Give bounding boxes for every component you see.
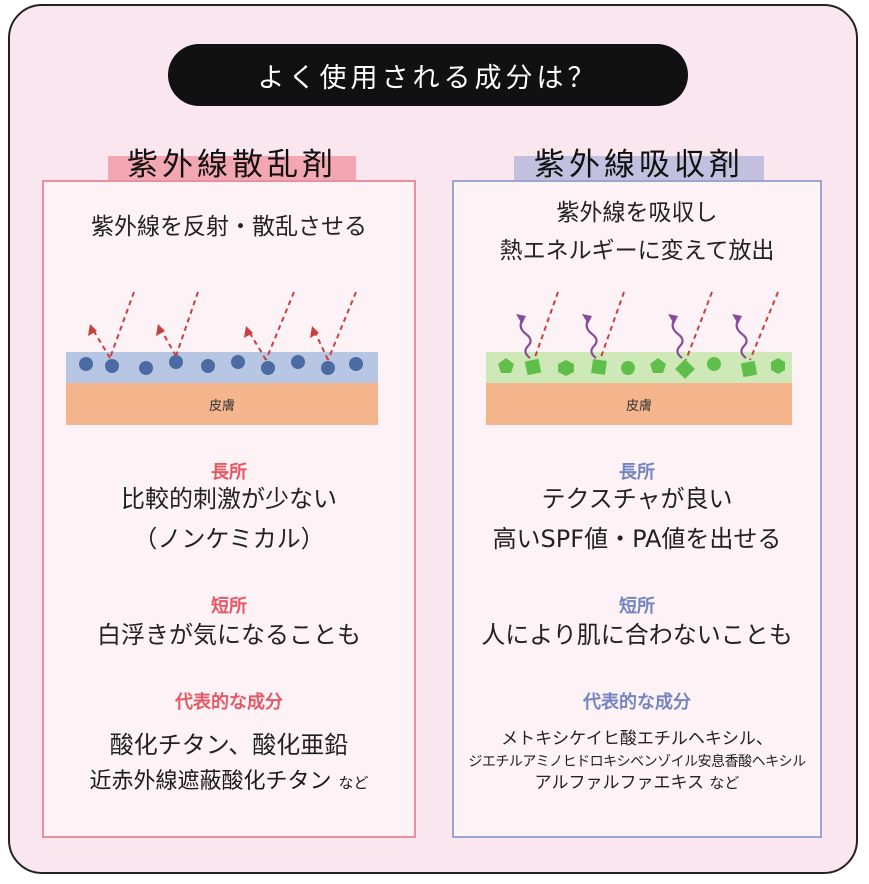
scatter-pros-line-2: （ノンケミカル） xyxy=(133,525,325,553)
heat-wave xyxy=(585,319,598,359)
particle xyxy=(349,357,363,371)
particle xyxy=(558,360,574,376)
absorb-pros-line-1: テクスチャが良い xyxy=(541,485,733,513)
absorb-ingredient-line-1: メトキシケイヒ酸エチルヘキシル、 xyxy=(501,729,773,749)
uv-ray-reflect xyxy=(313,329,329,361)
absorb-heading: 紫外線吸収剤 xyxy=(514,138,764,184)
absorb-heading-highlight xyxy=(514,156,764,180)
scatter-nado: など xyxy=(338,774,369,792)
absorb-pros-line-2: 高いSPF値・PA値を出せる xyxy=(492,525,782,553)
absorb-description-line-2: 熱エネルギーに変えて放出 xyxy=(499,238,775,264)
particle xyxy=(591,359,607,375)
arrowhead xyxy=(310,326,319,338)
uv-arrowheads xyxy=(88,324,319,338)
particle xyxy=(201,359,215,373)
particle xyxy=(498,358,514,373)
page-title: よく使用される成分は？ xyxy=(168,44,688,106)
scatter-panel: 紫外線を反射・散乱させる 皮膚 xyxy=(42,180,416,838)
absorb-diagram: 皮膚 xyxy=(486,291,792,425)
particle xyxy=(139,361,153,375)
skin-label: 皮膚 xyxy=(626,398,652,414)
particle xyxy=(524,358,542,376)
arrowhead xyxy=(88,324,97,336)
heat-wave xyxy=(735,319,748,359)
uv-ray xyxy=(265,291,295,361)
skin-layer xyxy=(66,383,378,425)
uv-rays xyxy=(533,291,779,361)
scatter-ingredient-line-2: 近赤外線遮蔽酸化チタン など xyxy=(44,766,414,799)
absorb-nado: など xyxy=(709,774,740,792)
absorb-pros-label: 長所 xyxy=(619,462,655,483)
absorb-heading-text: 紫外線吸収剤 xyxy=(534,146,744,183)
scatter-pros-line-1: 比較的刺激が少ない xyxy=(121,485,337,513)
particle xyxy=(105,359,119,373)
particle xyxy=(707,357,721,371)
scatter-heading: 紫外線散乱剤 xyxy=(108,138,356,184)
uv-ray xyxy=(599,291,625,361)
scatter-cons-label: 短所 xyxy=(211,596,247,617)
particle xyxy=(261,361,275,375)
particle xyxy=(621,361,635,375)
skin-label: 皮膚 xyxy=(209,398,235,414)
heat-arrowheads xyxy=(516,314,742,324)
particle xyxy=(321,361,335,375)
heat-waves xyxy=(519,319,748,359)
arrowhead xyxy=(732,314,742,324)
uv-rays xyxy=(91,291,357,361)
particle xyxy=(740,360,758,378)
particle xyxy=(79,357,93,371)
heat-wave xyxy=(519,319,532,359)
scatter-description: 紫外線を反射・散乱させる xyxy=(91,214,367,240)
scatter-particles xyxy=(79,355,363,375)
arrowhead xyxy=(582,314,592,324)
uv-ray-reflect xyxy=(247,329,267,361)
uv-ray xyxy=(749,291,779,361)
uv-ray xyxy=(175,291,199,357)
skin-layer xyxy=(486,383,792,425)
heat-wave xyxy=(671,319,684,359)
absorb-cons-text: 人により肌に合わないことも xyxy=(481,621,793,649)
scatter-heading-text: 紫外線散乱剤 xyxy=(127,146,337,183)
uv-ray xyxy=(533,291,559,361)
absorb-ingredient-line-3: アルファルファエキス など xyxy=(454,772,820,794)
uv-ray xyxy=(685,291,713,361)
arrowhead xyxy=(156,324,165,336)
particle xyxy=(650,358,666,373)
scatter-ingredient-text: 近赤外線遮蔽酸化チタン xyxy=(89,769,332,794)
particle xyxy=(291,355,305,369)
scatter-pros-label: 長所 xyxy=(211,462,247,483)
particle xyxy=(231,355,245,369)
particle xyxy=(771,358,785,374)
absorb-cons-label: 短所 xyxy=(619,596,655,617)
uv-ray xyxy=(109,291,135,359)
arrowhead xyxy=(668,314,678,324)
absorb-description-line-1: 紫外線を吸収し xyxy=(556,200,718,226)
absorb-ingredient-text: アルファルファエキス xyxy=(534,773,704,793)
scatter-ingredient-line-1: 酸化チタン、酸化亜鉛 xyxy=(109,731,349,759)
scatter-cons-text: 白浮きが気になることも xyxy=(97,621,361,649)
particle xyxy=(169,355,183,369)
scatter-heading-highlight xyxy=(108,156,356,180)
uv-ray xyxy=(327,291,357,361)
absorb-ingredient-line-2: ジエチルアミノヒドロキシベンゾイル安息香酸ヘキシル xyxy=(468,754,806,770)
scatter-diagram: 皮膚 xyxy=(66,291,378,425)
page-title-text: よく使用される成分は？ xyxy=(257,62,599,94)
uv-ray-reflect xyxy=(91,327,111,359)
arrowhead xyxy=(516,314,526,324)
absorb-panel: 紫外線を吸収し 熱エネルギーに変えて放出 皮膚 xyxy=(452,180,822,838)
arrowhead xyxy=(244,326,253,338)
scatter-ingredients-label: 代表的な成分 xyxy=(175,692,283,713)
absorb-ingredients-label: 代表的な成分 xyxy=(583,692,691,713)
